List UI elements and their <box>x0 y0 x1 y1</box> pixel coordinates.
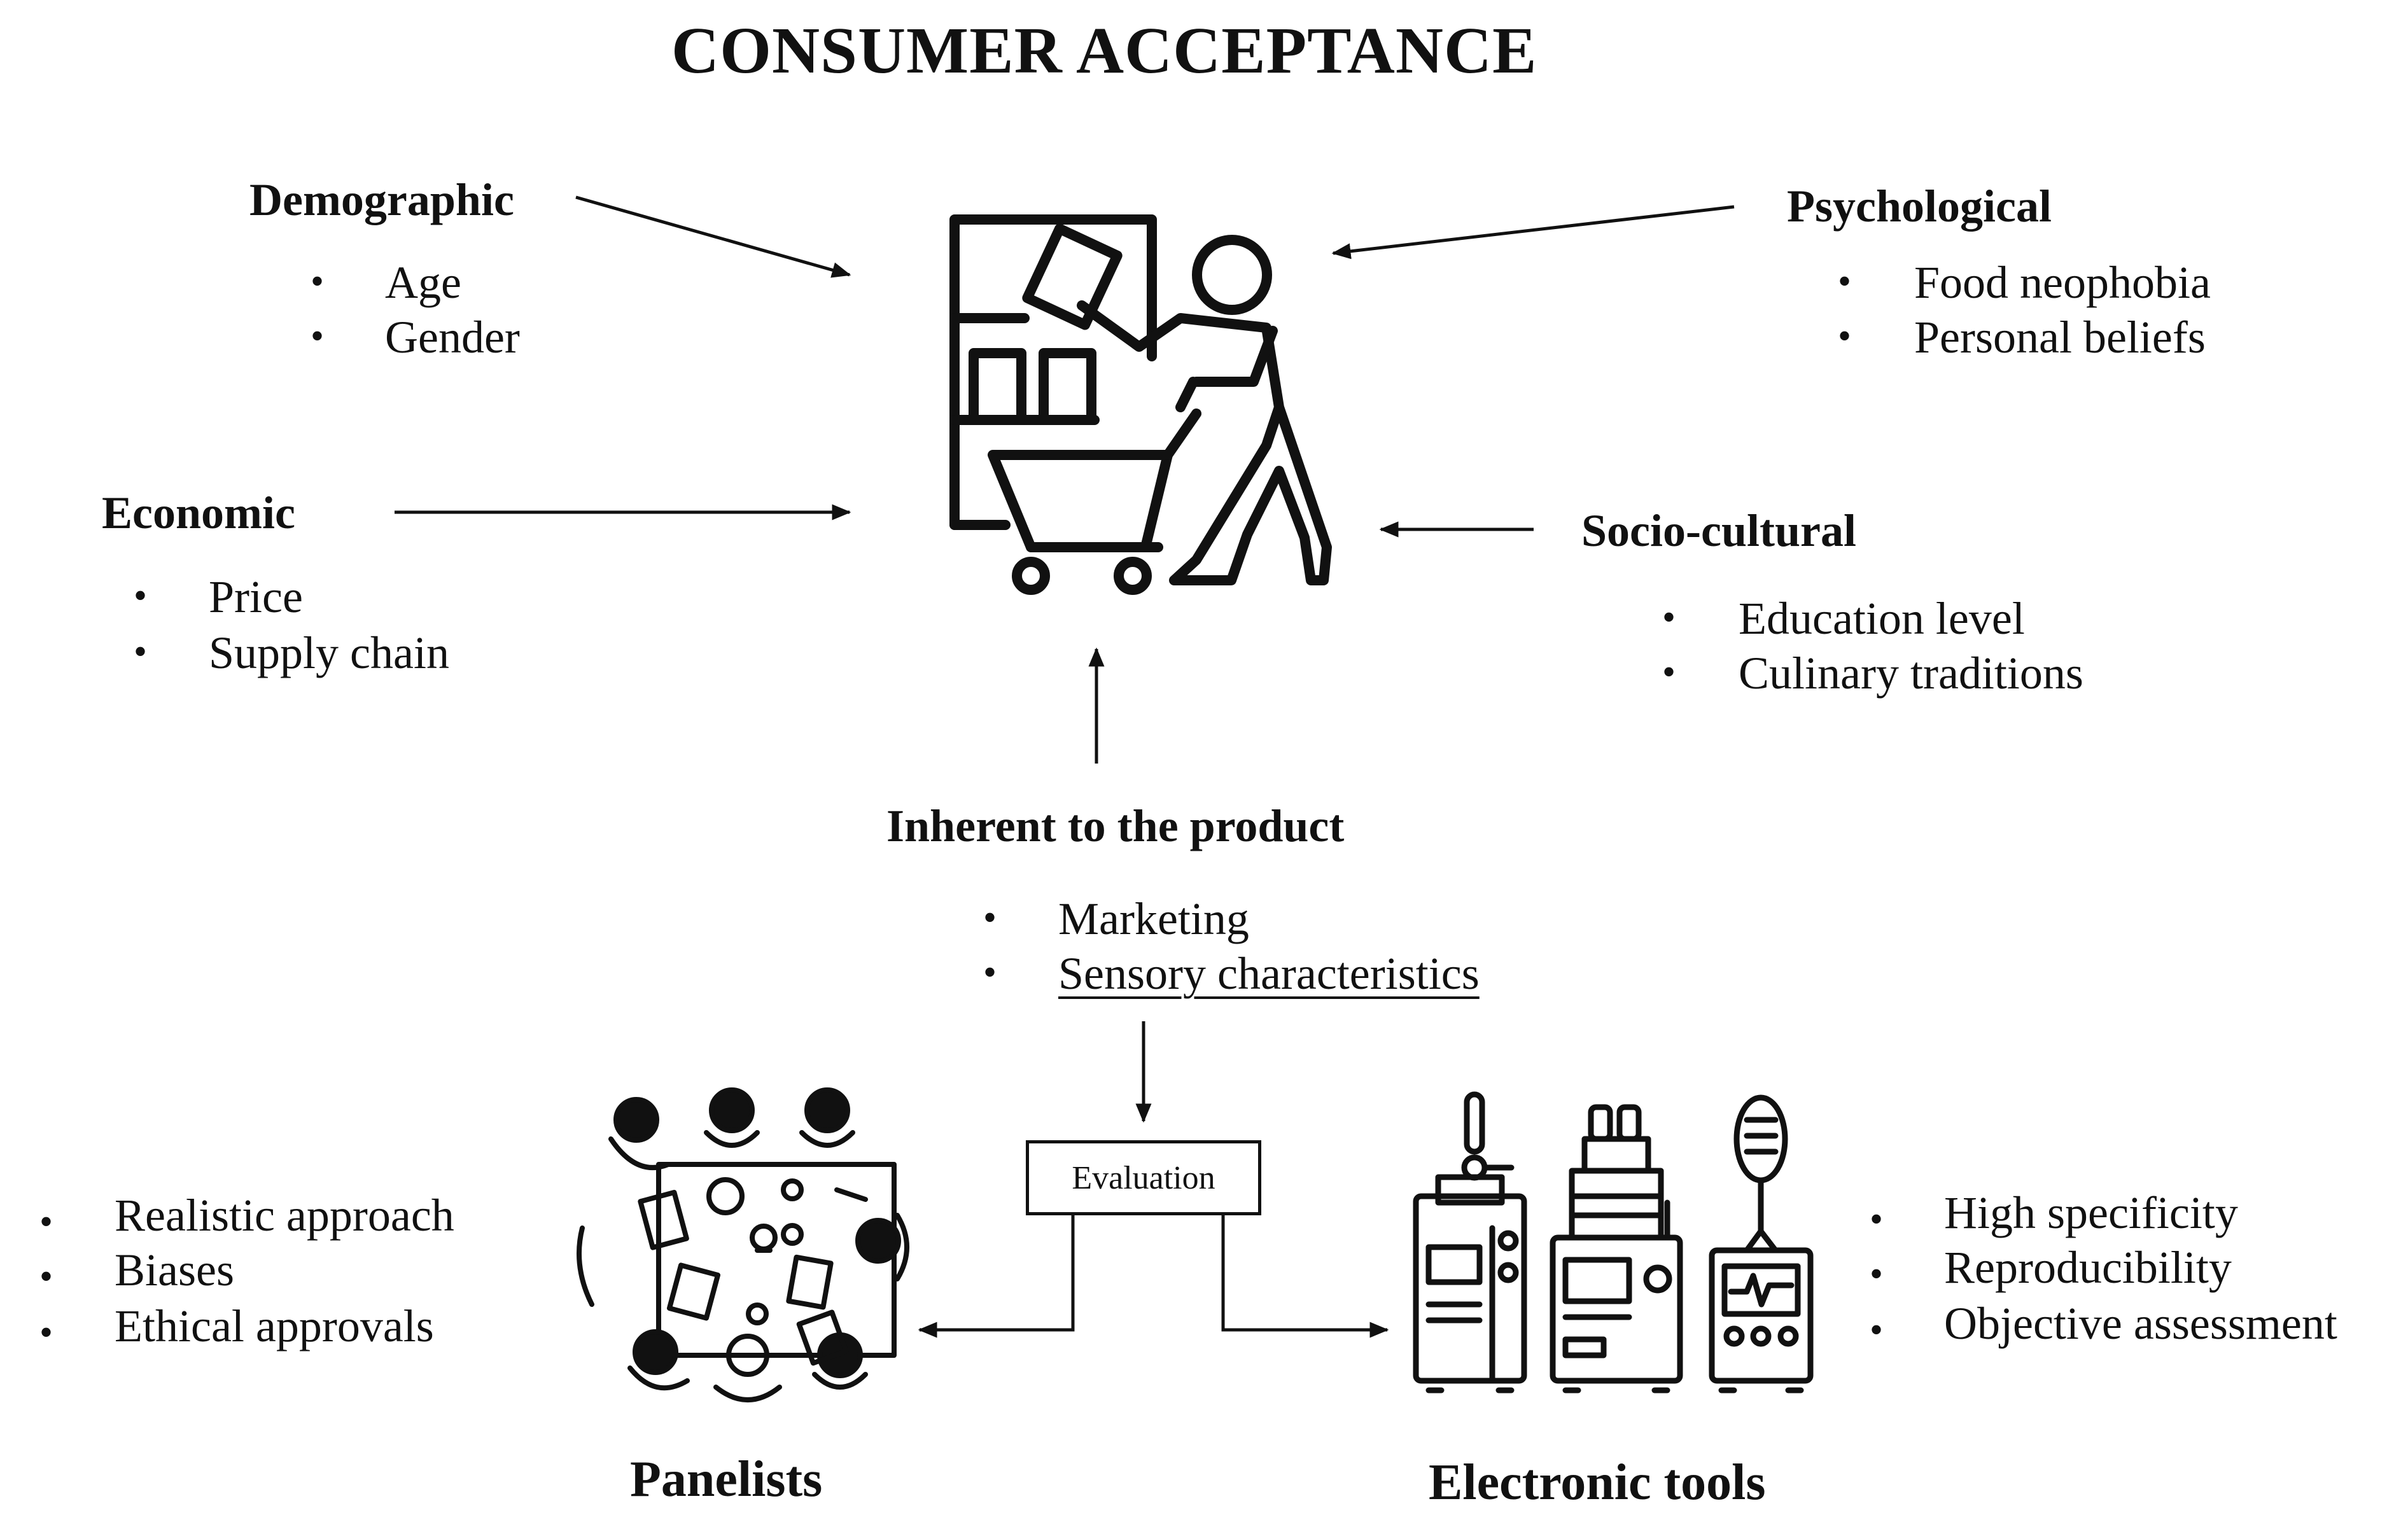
arrow-psychological <box>1331 205 1735 260</box>
panelists-item: Biases <box>115 1245 234 1295</box>
bullet: • <box>39 1201 53 1243</box>
bullet: • <box>311 315 325 357</box>
demographic-item: Age <box>385 257 461 308</box>
panelists-item: Ethical approvals <box>115 1301 434 1351</box>
socio-cultural-heading: Socio-cultural <box>1581 505 1856 556</box>
bullet: • <box>134 631 148 673</box>
product-item: Marketing <box>1058 893 1249 944</box>
arrow-evaluation-to-tools <box>1221 1215 1389 1338</box>
bullet: • <box>983 897 997 939</box>
bullet: • <box>311 260 325 302</box>
evaluation-label: Evaluation <box>1072 1159 1215 1196</box>
panelists-heading: Panelists <box>630 1451 823 1507</box>
arrow-demographic <box>575 195 851 278</box>
psychological-item: Food neophobia <box>1914 257 2211 308</box>
electronic-tools-item: Objective assessment <box>1944 1298 2337 1349</box>
lab-instruments-icon <box>1413 1091 1814 1393</box>
electronic-tools-heading: Electronic tools <box>1429 1455 1766 1511</box>
evaluation-box: Evaluation <box>1026 1140 1261 1215</box>
bullet: • <box>1870 1198 1884 1240</box>
psychological-heading: Psychological <box>1787 181 2052 232</box>
product-item-underlined: Sensory characteristics <box>1058 948 1480 999</box>
bullet: • <box>39 1311 53 1353</box>
psychological-item: Personal beliefs <box>1914 312 2206 363</box>
electronic-tools-item: Reproducibility <box>1944 1242 2232 1293</box>
shopper-with-cart-icon <box>949 214 1332 595</box>
bullet: • <box>1838 260 1852 302</box>
product-heading: Inherent to the product <box>886 800 1345 851</box>
economic-item: Price <box>209 571 303 622</box>
demographic-heading: Demographic <box>249 174 514 225</box>
socio-cultural-item: Culinary traditions <box>1739 648 2083 699</box>
socio-cultural-item: Education level <box>1739 593 2025 644</box>
bullet: • <box>1662 596 1676 638</box>
bullet: • <box>1662 651 1676 693</box>
panelists-item: Realistic approach <box>115 1190 454 1241</box>
bullet: • <box>1838 315 1852 357</box>
bullet: • <box>1870 1253 1884 1295</box>
demographic-item: Gender <box>385 312 520 363</box>
arrow-evaluation-to-panelists <box>918 1215 1075 1338</box>
bullet: • <box>134 575 148 617</box>
electronic-tools-item: High specificity <box>1944 1187 2238 1238</box>
page-title: CONSUMER ACCEPTANCE <box>671 14 1537 87</box>
bullet: • <box>1870 1309 1884 1351</box>
bullet: • <box>39 1255 53 1297</box>
economic-item: Supply chain <box>209 627 449 678</box>
bullet: • <box>983 951 997 993</box>
economic-heading: Economic <box>102 487 295 538</box>
panel-meeting-icon <box>577 1087 909 1402</box>
